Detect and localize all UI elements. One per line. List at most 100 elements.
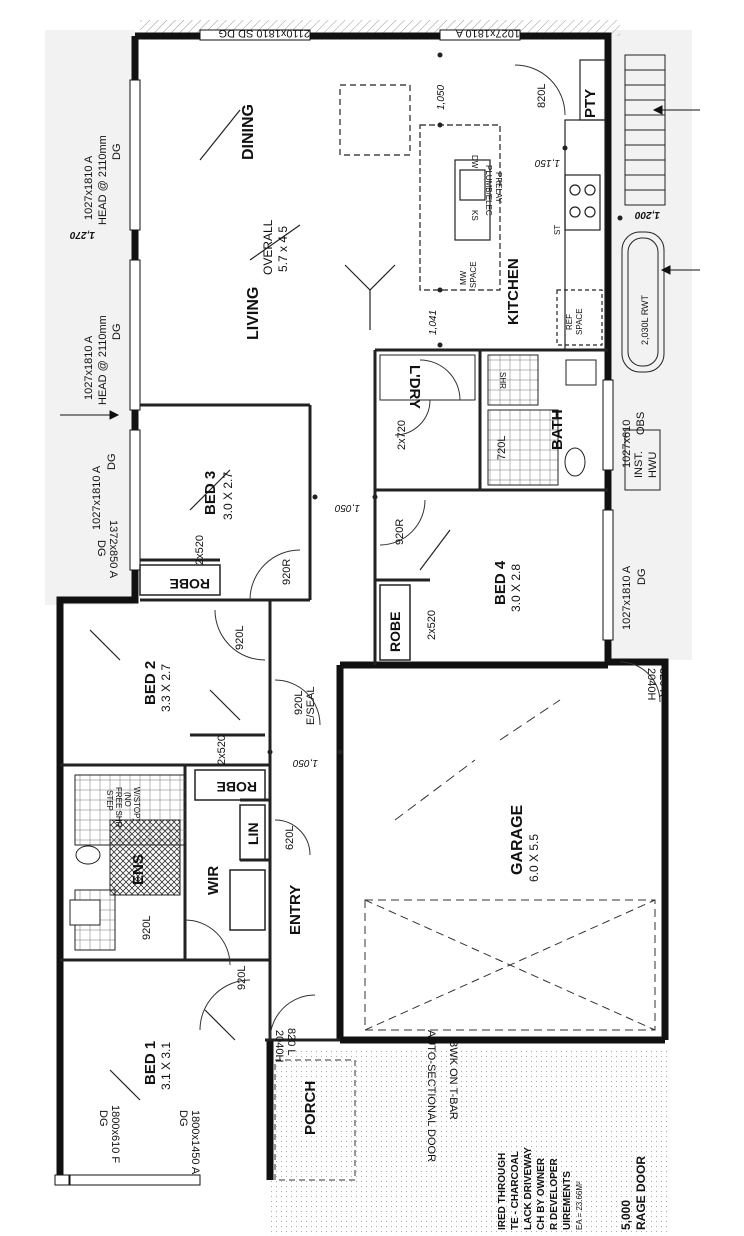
window-5-size: 1027x610 xyxy=(621,420,633,468)
door-front-1: 820 L xyxy=(285,1028,297,1056)
window-labels: 1027x1810 A HEAD @ 2110mm DG 1027x1810 A… xyxy=(83,27,648,1175)
window-2-size: 1027x1810 A xyxy=(83,335,95,400)
step-label: STEP xyxy=(105,790,114,811)
room-bed4: BED 4 xyxy=(492,560,509,605)
room-bed1-size: 3.1 X 3.1 xyxy=(159,1042,173,1090)
window-top-2: 1027x1810 A xyxy=(455,27,520,39)
plumb-label-2: PRELAY xyxy=(494,172,503,204)
window-1-dg: DG xyxy=(111,144,123,161)
door-bed2: 920L xyxy=(234,626,246,650)
window-2-head: HEAD @ 2110mm xyxy=(97,315,109,405)
site-notes: IRED THROUGH TE - CHARCOAL LACK DRIVEWAY… xyxy=(497,1147,648,1230)
room-pantry: PTY xyxy=(582,89,599,118)
windows xyxy=(54,29,614,1186)
door-bed4: 920R xyxy=(394,519,406,545)
ref-space-2: SPACE xyxy=(575,308,584,335)
room-wir: WIR xyxy=(205,866,222,895)
room-ens: ENS xyxy=(130,854,147,885)
room-labels: DINING LIVING OVERALL 5.7 x 4.5 KITCHEN … xyxy=(130,89,599,1135)
window-8-dg: DG xyxy=(97,1110,109,1127)
overall-size: 5.7 x 4.5 xyxy=(276,226,290,272)
hwu-label: HWU xyxy=(647,452,659,478)
window-top-1: 2110x1810 SD DG xyxy=(218,27,310,39)
room-garage: GARAGE xyxy=(509,804,526,875)
wstop-label: W/STOP) xyxy=(132,787,141,821)
room-bed4-size: 3.0 X 2.8 xyxy=(509,564,523,612)
overall-label: OVERALL xyxy=(261,219,275,275)
robe-door-bed4: 2x520 xyxy=(426,610,438,640)
st-label: ST xyxy=(553,225,562,235)
room-porch: PORCH xyxy=(302,1081,319,1135)
note-9: RAGE DOOR xyxy=(634,1156,648,1230)
door-garage-seal: 920L xyxy=(293,691,305,715)
rwt-label: 2,030L RWT xyxy=(640,294,650,345)
dim-1041: 1,041 xyxy=(428,310,439,335)
shr-label: SHR xyxy=(498,372,507,389)
room-bed3: BED 3 xyxy=(202,471,219,515)
note-5: R DEVELOPER xyxy=(549,1158,560,1230)
dim-1050-top: 1,050 xyxy=(436,85,447,110)
dim-1150: 1,150 xyxy=(535,157,560,168)
mw-space-2: SPACE xyxy=(469,261,478,288)
driveway-area xyxy=(270,1050,670,1236)
door-bed1: 920L xyxy=(236,966,248,990)
room-entry: ENTRY xyxy=(287,885,304,935)
dim-1200: 1,200 xyxy=(635,209,660,220)
leader-arrows xyxy=(60,105,700,420)
ks-label: KS xyxy=(470,210,479,221)
door-labels: 820L 2x720 720L 920R 920R 2x520 2x520 92… xyxy=(141,84,669,1063)
window-6-dg: DG xyxy=(636,569,648,586)
room-bed3-size: 3.0 X 2.7 xyxy=(221,472,235,520)
room-garage-size: 6.0 X 5.5 xyxy=(527,834,541,882)
plumb-label-1: PLUMB/ELEC xyxy=(484,165,493,216)
note-6: UIREMENTS xyxy=(562,1171,573,1230)
window-1-size: 1027x1810 A xyxy=(83,155,95,220)
window-3-dg: DG xyxy=(106,454,118,471)
room-bed2: BED 2 xyxy=(142,661,159,705)
door-bed3: 920R xyxy=(281,559,293,585)
room-bath: BATH xyxy=(549,409,566,450)
room-kitchen: KITCHEN xyxy=(505,258,522,325)
dw-label: DW xyxy=(470,155,479,169)
side-yard xyxy=(612,30,692,660)
dim-1050-low: 1,050 xyxy=(293,757,318,768)
dimension-labels: 1,050 1,150 1,200 1,270 1,041 1,050 1,05… xyxy=(70,85,660,768)
window-7-dg: DG xyxy=(177,1110,189,1127)
kitchen-fixtures xyxy=(339,59,606,351)
free-shr-label: FREE SHR xyxy=(114,787,123,828)
window-6-size: 1027x1810 A xyxy=(621,565,633,630)
dim-1050-mid: 1,050 xyxy=(335,502,360,513)
note-7: EA = 23.66M² xyxy=(575,1181,584,1230)
fixture-labels: REF SPACE MW SPACE KS DW PLUMB/ELEC PREL… xyxy=(105,155,659,1162)
window-2-dg: DG xyxy=(111,324,123,341)
door-ens: 920L xyxy=(141,916,153,940)
note-4: CH BY OWNER xyxy=(536,1157,547,1230)
note-2: TE - CHARCOAL xyxy=(510,1151,521,1230)
inst-label: INST. xyxy=(633,451,645,478)
garage-markings xyxy=(274,699,656,1181)
door-garage-side-2: 2040H xyxy=(645,668,657,700)
room-bed2-size: 3.3 X 2.7 xyxy=(159,664,173,712)
window-8-size: 1800x610 F xyxy=(109,1105,121,1163)
window-5-obs: OBS xyxy=(635,412,647,435)
no-label: (NO xyxy=(123,792,132,807)
note-1: IRED THROUGH xyxy=(497,1153,508,1230)
room-lin: LIN xyxy=(245,822,261,845)
door-pty: 820L xyxy=(536,84,548,108)
room-living: LIVING xyxy=(245,287,262,340)
side-setback xyxy=(45,30,135,605)
robe-door-bed2: 2x520 xyxy=(216,735,228,765)
door-lin: 620L xyxy=(284,826,296,850)
room-dining: DINING xyxy=(240,104,257,160)
door-bath: 720L xyxy=(496,436,508,460)
outdoor-fixtures xyxy=(621,54,666,491)
window-7-size: 1800x1450 A xyxy=(189,1110,201,1175)
window-4-dg: DG xyxy=(95,540,107,557)
door-garage-side-1: 820 R xyxy=(657,668,669,697)
window-3-size: 1027x1810 A xyxy=(91,465,103,530)
robe-door-bed3: 2x520 xyxy=(194,535,206,565)
note-8: 5,000 xyxy=(619,1200,633,1230)
note-3: LACK DRIVEWAY xyxy=(523,1147,534,1230)
door-swings xyxy=(184,64,661,1041)
window-1-head: HEAD @ 2110mm xyxy=(97,135,109,225)
